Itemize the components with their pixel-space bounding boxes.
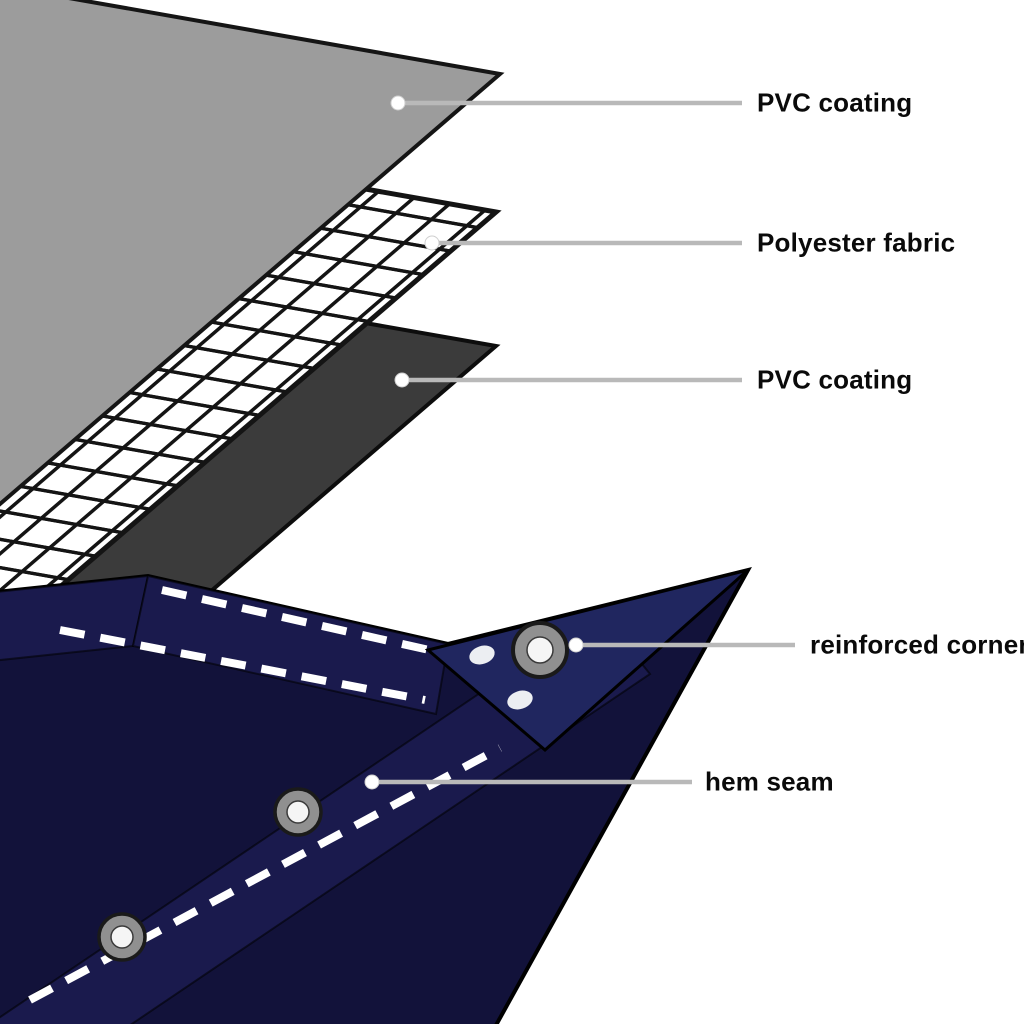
- pvc-coating-top-shape: [0, 0, 505, 507]
- callout-label-reinforced-corner: reinforced corner: [810, 629, 1024, 660]
- stitch-row-top-outer: [161, 586, 439, 656]
- callout-label-pvc-coating-top: PVC coating: [757, 87, 913, 118]
- grommet-large: [511, 621, 569, 679]
- grommet-medium-2: [97, 912, 147, 962]
- reinforced-corner-patch: [424, 568, 749, 752]
- callout-label-polyester-fabric: Polyester fabric: [757, 227, 956, 258]
- callout-dot-pvc-coating-bottom: [394, 372, 410, 388]
- callout-lines: [372, 100, 795, 785]
- callout-dot-pvc-coating-top: [390, 95, 406, 111]
- grommet-medium-1: [273, 787, 323, 837]
- callout-label-pvc-coating-bottom: PVC coating: [757, 364, 913, 395]
- callout-dots: [364, 95, 584, 790]
- tarp-top-hem-band: [131, 574, 450, 716]
- callout-dot-polyester-fabric: [424, 235, 440, 251]
- stitch-row-top-inner: [59, 626, 426, 704]
- stitch-row-lower-hem: [28, 744, 502, 1004]
- pvc-coating-top-sheet: [0, 0, 505, 507]
- callout-dot-hem-seam: [364, 774, 380, 790]
- callout-label-hem-seam: hem seam: [705, 766, 834, 797]
- tarpaulin-sheet: [0, 566, 752, 1024]
- corner-oval-2: [507, 690, 533, 710]
- callout-dot-reinforced-corner: [568, 637, 584, 653]
- corner-oval-1: [469, 645, 495, 665]
